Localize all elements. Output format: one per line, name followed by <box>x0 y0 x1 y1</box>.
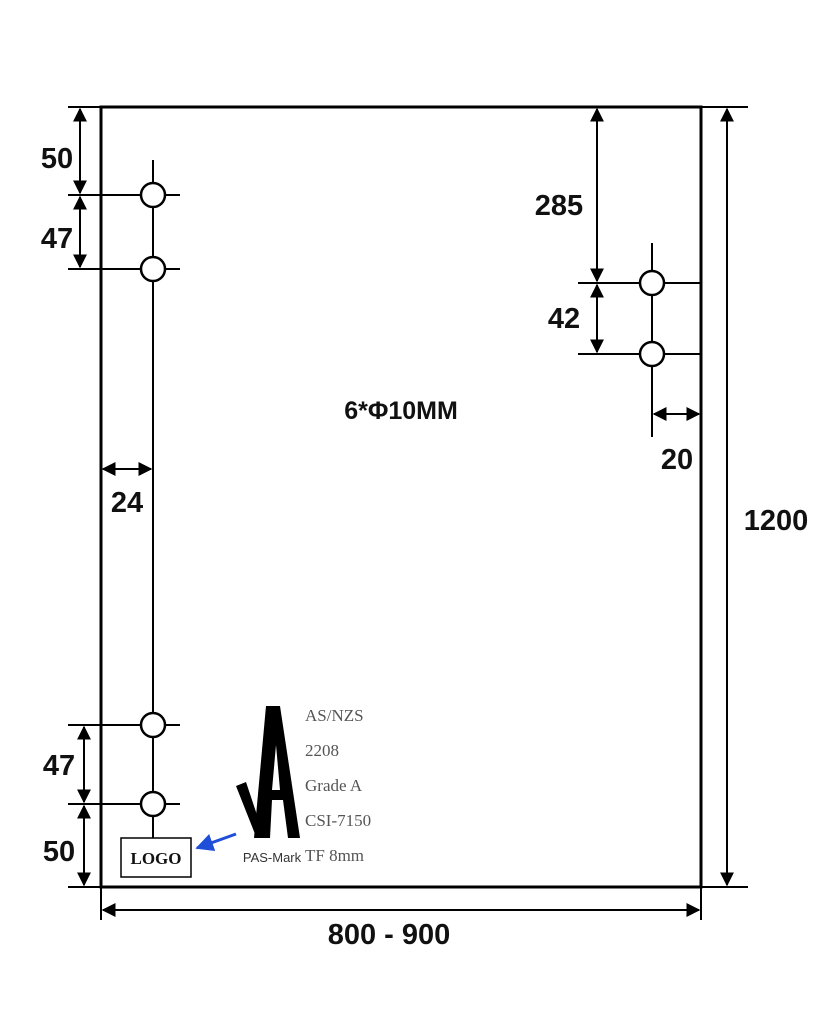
cert-line-4: CSI-7150 <box>305 811 371 830</box>
hole-right-1 <box>638 269 666 297</box>
label-bottom-offset-left: 50 <box>43 836 75 868</box>
label-top-offset-left: 50 <box>41 143 73 175</box>
cert-line-5: TF 8mm <box>305 846 364 865</box>
panel-outline <box>99 105 703 889</box>
logo-label: LOGO <box>130 849 181 868</box>
pas-mark-caption: PAS-Mark <box>243 850 302 865</box>
label-edge-offset-right: 20 <box>661 444 693 476</box>
hole-left-4 <box>139 790 167 818</box>
logo-box <box>120 837 192 878</box>
hole-left-2 <box>139 255 167 283</box>
pas-mark-logo: PAS-Mark <box>236 706 302 865</box>
label-height: 1200 <box>744 505 809 537</box>
cert-line-2: 2208 <box>305 741 339 760</box>
hole-left-1 <box>139 181 167 209</box>
hole-right-2 <box>638 340 666 368</box>
label-edge-offset-left: 24 <box>111 487 143 519</box>
label-top-offset-right: 285 <box>535 190 583 222</box>
hole-spec-label: 6*Φ10MM <box>344 397 458 425</box>
cert-line-3: Grade A <box>305 776 363 795</box>
label-width: 800 - 900 <box>328 919 451 951</box>
label-hole-spacing-right: 42 <box>548 303 580 335</box>
logo-pointer-arrow <box>195 832 237 851</box>
label-hole-spacing-top-left: 47 <box>41 223 73 255</box>
hole-left-3 <box>139 711 167 739</box>
cert-line-1: AS/NZS <box>305 706 364 725</box>
label-hole-spacing-bottom-left: 47 <box>43 750 75 782</box>
